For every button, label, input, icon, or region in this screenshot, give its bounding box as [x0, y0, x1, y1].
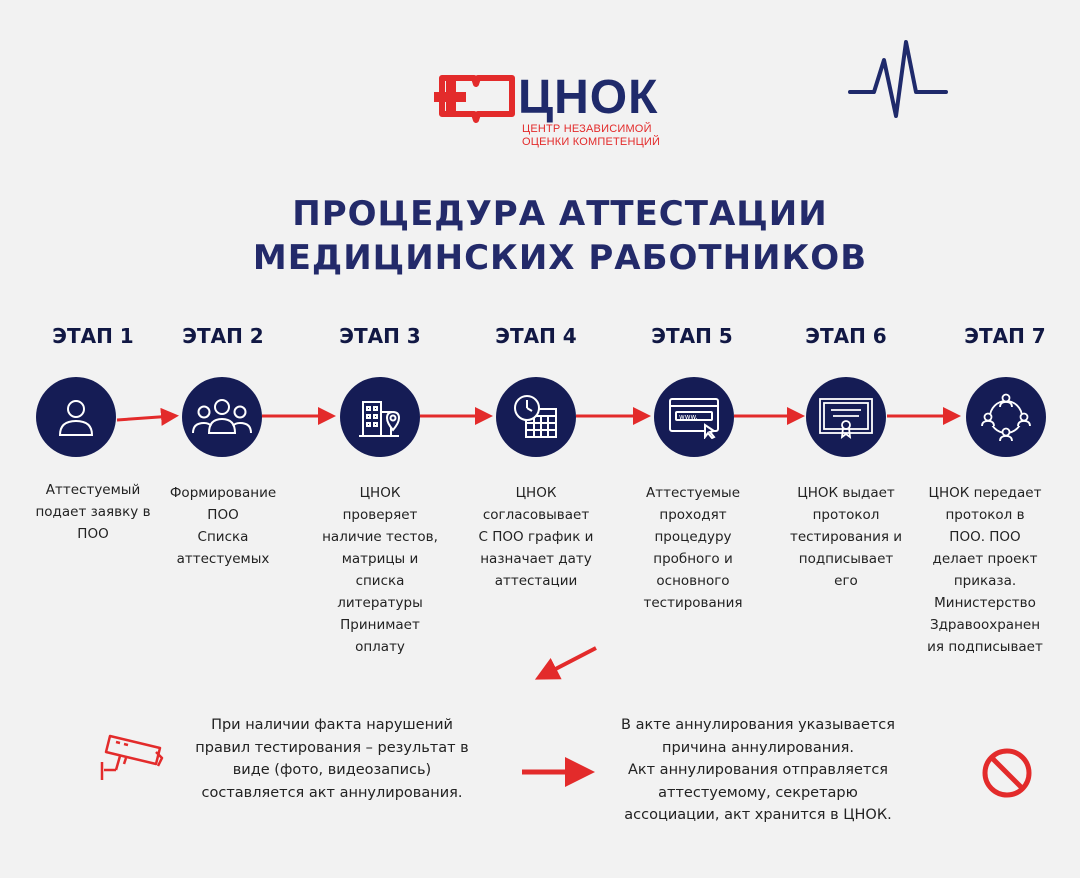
stage-description-2: Формирование ПОО Списка аттестуемых [169, 485, 277, 567]
annulment-text: В акте аннулирования указывается причина… [621, 717, 895, 823]
group-icon [192, 399, 252, 434]
stage-description-1: Аттестуемый подает заявку в ПОО [35, 482, 151, 542]
stage-label-5: ЭТАП 5 [651, 324, 733, 348]
stage-label-3: ЭТАП 3 [339, 324, 421, 348]
stage-circle-5: www. [654, 377, 734, 457]
prohibited-icon [982, 748, 1032, 798]
browser-www-icon: www. [669, 398, 719, 439]
violation-text: При наличии факта нарушений правил тести… [195, 717, 469, 801]
page-title: ПРОЦЕДУРА АТТЕСТАЦИИ МЕДИЦИНСКИХ РАБОТНИ… [0, 192, 1080, 280]
pulse-icon [848, 40, 948, 118]
clock-calendar-icon [514, 395, 557, 438]
cctv-camera-icon [100, 734, 164, 780]
stage-circle-4 [496, 377, 576, 457]
stage-label-6: ЭТАП 6 [805, 324, 887, 348]
stage-label-4: ЭТАП 4 [495, 324, 577, 348]
stage-label-2: ЭТАП 2 [182, 324, 264, 348]
stage-label-1: ЭТАП 1 [52, 324, 134, 348]
stage-circle-2 [182, 377, 262, 457]
page-title-line-1: ПРОЦЕДУРА АТТЕСТАЦИИ [292, 194, 828, 234]
arrow-1-2 [116, 407, 179, 426]
stage-circle-3 [340, 377, 420, 457]
logo-wordmark: ЦНОК [518, 71, 659, 124]
logo [434, 70, 518, 134]
building-location-icon [359, 401, 401, 437]
stage-description-7: ЦНОК передает протокол в ПОО. ПОО делает… [927, 485, 1043, 655]
person-icon [58, 400, 94, 436]
logo-subtitle-line-1: ЦЕНТР НЕЗАВИСИМОЙ [522, 123, 652, 135]
stage-description-3: ЦНОК проверяет наличие тестов, матрицы и… [322, 485, 438, 655]
network-people-icon [981, 393, 1031, 442]
stage-description-6: ЦНОК выдает протокол тестирования и подп… [789, 485, 903, 589]
stage-description-5: Аттестуемые проходят процедуру пробного … [643, 485, 743, 611]
svg-text:www.: www. [679, 413, 698, 421]
logo-subtitle-line-2: ОЦЕНКИ КОМПЕТЕНЦИЙ [522, 136, 661, 148]
arrow-to-violation [534, 646, 597, 680]
stage-label-7: ЭТАП 7 [964, 324, 1046, 348]
stage-circle-1 [36, 377, 116, 457]
open-book-cross-icon [434, 75, 515, 123]
stage-circle-6 [806, 377, 886, 457]
logo-subtitle: ЦЕНТР НЕЗАВИСИМОЙ ОЦЕНКИ КОМПЕТЕНЦИЙ [522, 123, 660, 149]
page-title-line-2: МЕДИЦИНСКИХ РАБОТНИКОВ [252, 238, 868, 278]
certificate-icon [819, 398, 873, 439]
stage-circle-7 [966, 377, 1046, 457]
stage-description-4: ЦНОК согласовывает С ПОО график и назнач… [478, 485, 594, 589]
